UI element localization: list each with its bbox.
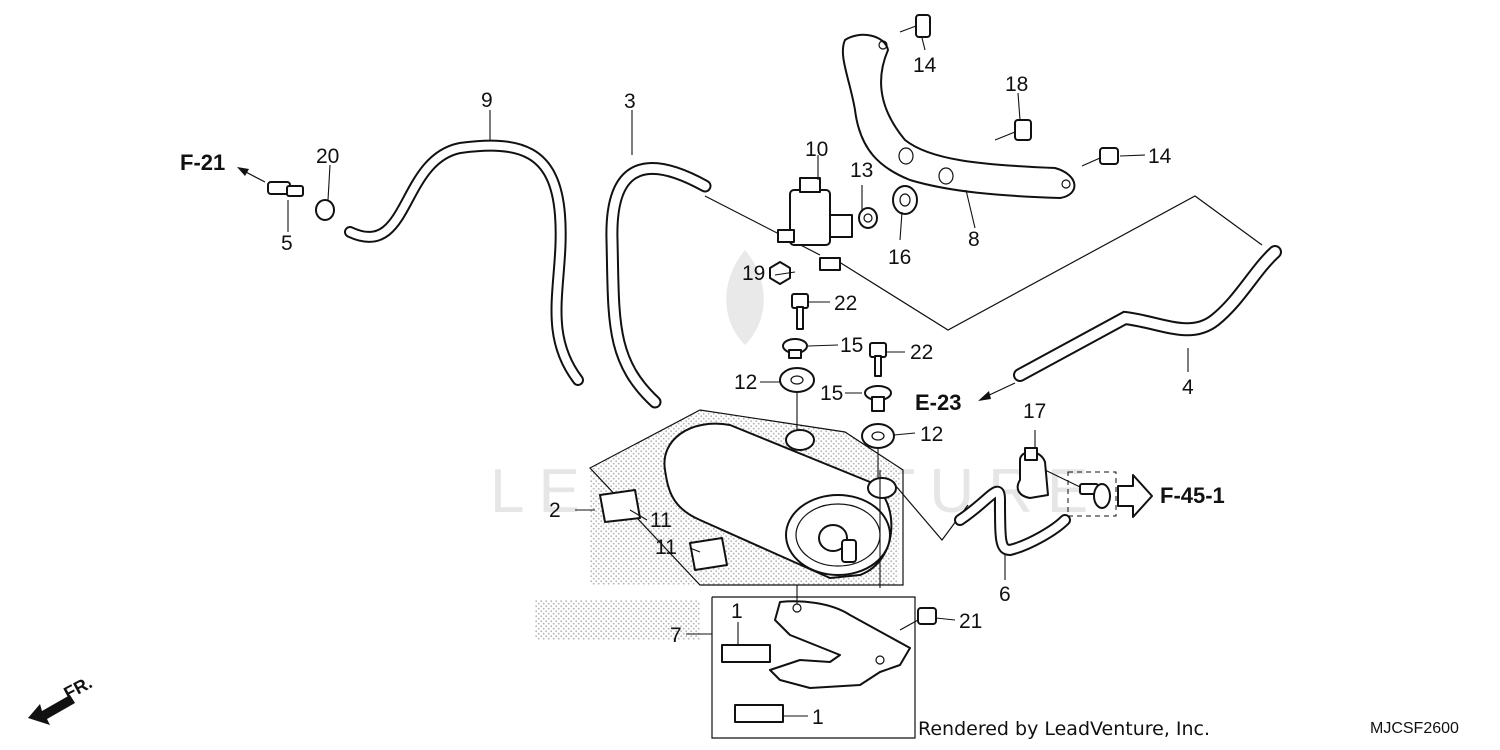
reference-arrows [237,167,1016,401]
grommet-12-right [861,423,895,449]
callout-3: 3 [624,90,636,113]
callout-10: 10 [805,138,828,161]
callouts: 9 3 10 20 5 14 18 14 13 16 8 19 22 15 22… [281,54,1194,729]
callout-20: 20 [316,145,339,168]
reference-labels: F-21 E-23 F-45-1 [180,150,1225,508]
assembly-outlines [589,409,1117,739]
callout-4: 4 [1182,376,1194,399]
bolt-22-left [791,293,809,330]
callout-12-right: 12 [920,423,943,446]
callout-14-right: 14 [1148,145,1172,168]
reference-f45-1: F-45-1 [1160,483,1225,508]
bolt-21 [899,607,937,631]
washer-15-right [864,385,892,412]
arrow-outline [1117,474,1153,518]
credit-text: Rendered by LeadVenture, Inc. [918,718,1211,740]
bracket-7 [769,600,911,689]
bolt-18 [994,119,1032,141]
callout-1-bottom: 1 [812,706,824,729]
bolt-14-right [1081,147,1119,167]
callout-5: 5 [281,232,293,255]
screw-f45 [1079,483,1111,509]
label-sticker-11 [599,489,728,571]
callout-16: 16 [888,246,911,269]
hose-9 [344,139,584,386]
hose-4 [1013,245,1282,382]
collar-13 [858,207,878,229]
reference-f21: F-21 [180,150,225,175]
callout-15-right: 15 [820,382,843,405]
callout-22-left: 22 [834,292,857,315]
nut-19 [769,261,791,285]
label-sticker-1 [721,644,784,723]
callout-6: 6 [999,583,1011,606]
washer-15-left [782,338,808,359]
diagram-code: MJCSF2600 [1370,720,1459,737]
fitting-5 [267,181,304,197]
callout-11-b: 11 [655,536,677,559]
clip-20 [315,199,335,221]
front-direction-marker: FR. [28,672,95,725]
leader-lines [287,37,1189,717]
grommet-12-left [779,367,815,393]
callout-2: 2 [549,499,561,522]
hose-6 [954,485,1071,557]
reference-e23: E-23 [915,390,961,415]
bolt-14-top [899,14,931,38]
bolt-22-right [869,342,887,377]
callout-19: 19 [742,262,765,285]
callout-13: 13 [850,159,873,182]
hose-3 [605,162,712,409]
callout-1-top: 1 [731,600,743,623]
callout-21: 21 [959,610,982,633]
clamp-17 [1016,447,1049,499]
grommet-16 [892,185,918,215]
callout-11-a: 11 [650,509,672,532]
callout-14-top: 14 [913,54,937,77]
callout-17: 17 [1023,400,1046,423]
callout-18: 18 [1005,73,1028,96]
callout-7: 7 [670,624,682,647]
callout-8: 8 [968,228,980,251]
solenoid-10 [777,177,853,271]
callout-9: 9 [481,89,493,112]
canister-2 [663,422,897,579]
callout-22-right: 22 [910,341,933,364]
callout-12-left: 12 [734,371,757,394]
bracket-8 [841,33,1076,199]
callout-15-left: 15 [840,334,863,357]
